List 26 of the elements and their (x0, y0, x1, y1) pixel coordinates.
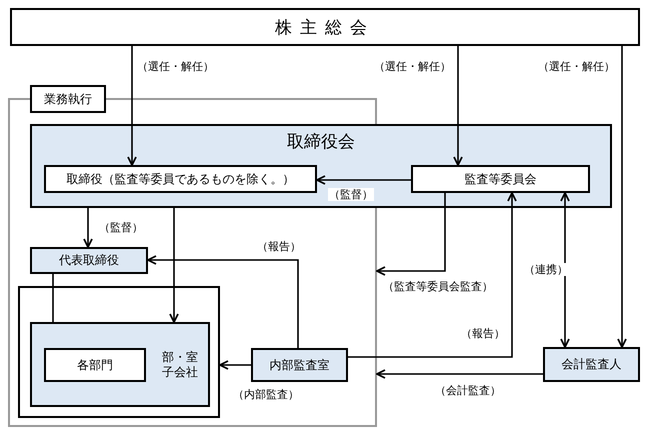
arrow (453, 46, 463, 166)
connector-line (52, 274, 54, 322)
arrow (127, 46, 137, 166)
box-title: 取締役会 (286, 131, 356, 153)
arrow (219, 360, 251, 370)
arrow (348, 192, 517, 358)
box-label: 部・室子会社 (161, 350, 199, 380)
arrow (560, 192, 570, 348)
process-box: 取締役（監査等委員であるものを除く。） (44, 165, 317, 193)
department-box (30, 322, 210, 407)
arrow (83, 208, 93, 248)
process-box: 各部門 (44, 348, 146, 382)
arrow (376, 193, 446, 276)
arrow (316, 175, 411, 185)
arrow (169, 208, 179, 323)
arrow (376, 369, 543, 379)
arrow (147, 255, 299, 348)
process-box: 監査等委員会 (411, 165, 590, 193)
arrow (617, 46, 627, 348)
edge-label: （監督） (328, 188, 374, 201)
meeting-box: 株主総会 (10, 8, 640, 46)
process-box: 代表取締役 (30, 247, 148, 274)
process-box: 内部監査室 (251, 348, 348, 382)
process-box: 会計監査人 (543, 347, 640, 382)
section-label: 業務執行 (30, 85, 106, 113)
group-box (18, 286, 220, 418)
